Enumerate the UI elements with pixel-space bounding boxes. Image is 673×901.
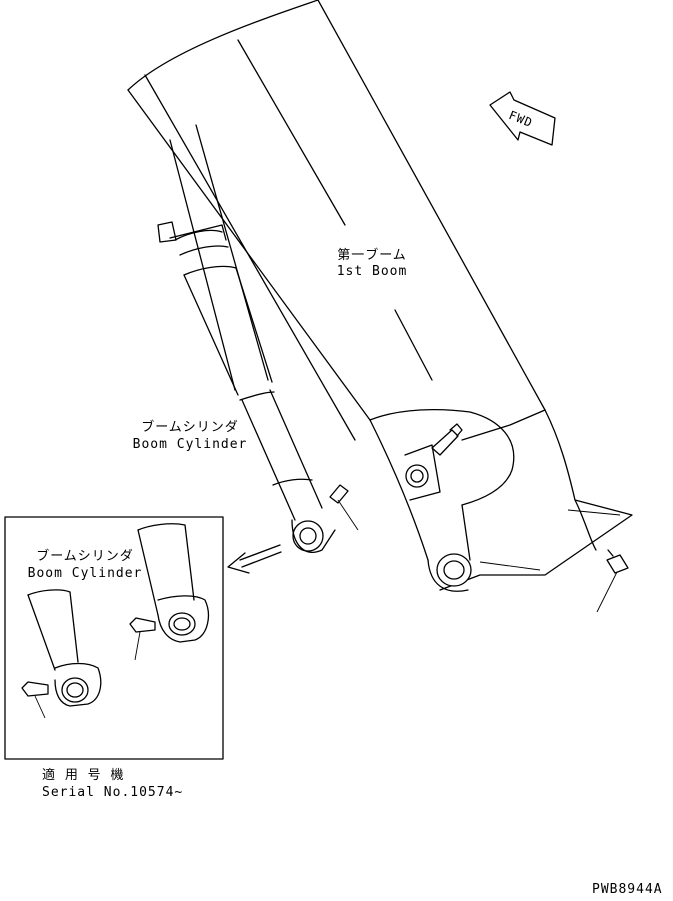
inset-cylinder-right xyxy=(129,523,209,661)
serial-label-jp: 適 用 号 機 xyxy=(42,768,125,783)
inset-cylinder-label-en: Boom Cylinder xyxy=(27,566,143,581)
inset-frame xyxy=(4,516,224,760)
boom-cylinder xyxy=(157,124,359,553)
fwd-arrow xyxy=(489,91,556,146)
boom-label-jp: 第一ブーム xyxy=(337,248,407,263)
boom-grease-fitting xyxy=(431,423,463,456)
inset-cylinder-label-jp: ブームシリンダ xyxy=(36,549,134,564)
first-boom xyxy=(127,0,633,592)
cylinder-label-en: Boom Cylinder xyxy=(132,437,248,452)
pointer-arrow xyxy=(227,544,282,574)
boom-label-en: 1st Boom xyxy=(336,264,408,279)
inset-cylinder-left xyxy=(21,589,102,719)
foot-pin-grease-fitting xyxy=(596,549,629,613)
cylinder-label-jp: ブームシリンダ xyxy=(141,420,239,435)
serial-label-en: Serial No.10574~ xyxy=(42,785,184,800)
part-number: PWB8944A xyxy=(592,882,663,897)
